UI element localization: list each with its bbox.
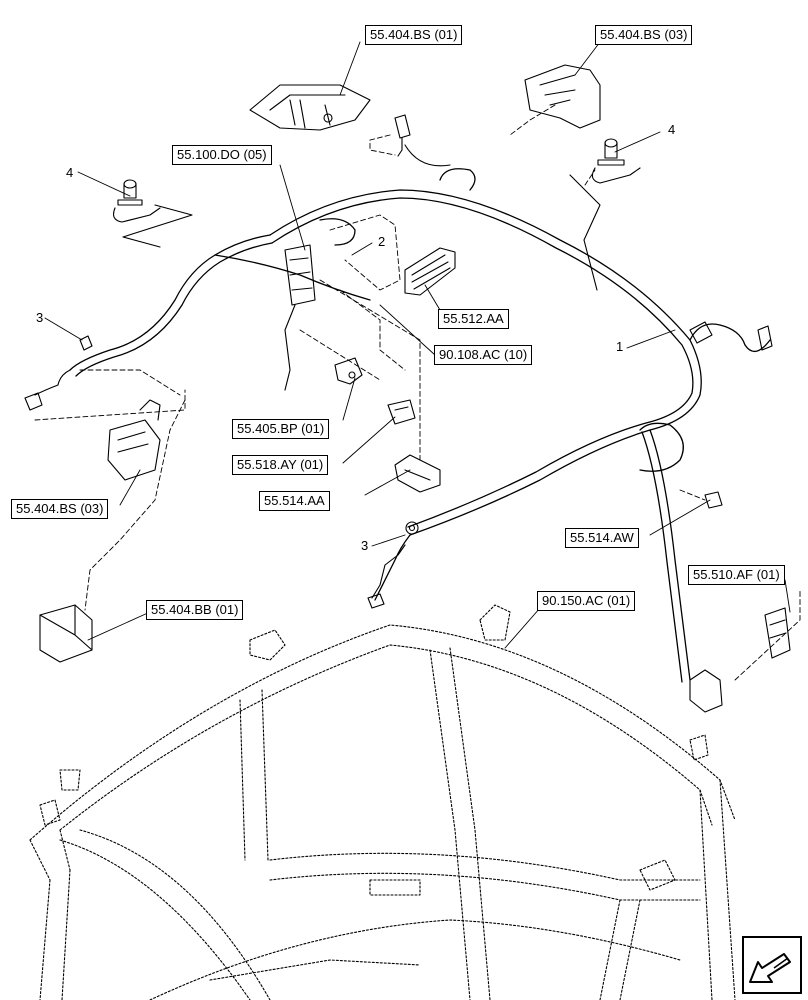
dashed-leaders	[34, 104, 801, 681]
ref-55-100-do-05[interactable]: 55.100.DO (05)	[172, 145, 272, 165]
work-lamp-left	[107, 399, 161, 481]
cab-frame	[29, 604, 736, 1000]
arrow-icon-shape	[749, 953, 791, 983]
door-switch	[764, 607, 791, 659]
ref-55-405-bp-01[interactable]: 55.405.BP (01)	[232, 419, 330, 439]
ref-90-108-ac-10[interactable]: 90.108.AC (10)	[434, 345, 533, 365]
harness-end-connector	[689, 669, 723, 713]
switch-component	[387, 399, 416, 425]
callout-4-right: 4	[668, 122, 676, 137]
door-sensor	[704, 491, 723, 509]
ref-55-404-bs-03-top[interactable]: 55.404.BS (03)	[595, 25, 693, 45]
ref-55-514-aw[interactable]: 55.514.AW	[565, 528, 639, 548]
ref-55-510-af-01[interactable]: 55.510.AF (01)	[688, 565, 785, 585]
ref-55-512-aa[interactable]: 55.512.AA	[438, 309, 509, 329]
next-page-arrow-icon[interactable]	[742, 936, 802, 994]
ref-55-404-bs-01[interactable]: 55.404.BS (01)	[365, 25, 463, 45]
ground-eyelet	[367, 521, 419, 609]
central-junction	[284, 244, 316, 391]
push-clip-left	[113, 179, 161, 223]
interior-light	[394, 454, 441, 493]
section-break-marks	[122, 174, 601, 291]
leader-lines	[44, 41, 791, 649]
harness-connector-right	[689, 321, 773, 351]
push-clip-right	[591, 138, 641, 184]
lamp-housing	[39, 604, 93, 663]
main-harness	[69, 168, 771, 683]
callout-4-left: 4	[66, 165, 74, 180]
connector-small-top	[394, 114, 451, 167]
callout-3-top: 3	[36, 310, 44, 325]
ref-55-514-aa[interactable]: 55.514.AA	[259, 491, 330, 511]
callout-2: 2	[378, 234, 386, 249]
callout-1: 1	[616, 339, 624, 354]
ref-55-404-bs-03-left[interactable]: 55.404.BS (03)	[11, 499, 109, 519]
harness-plug-left	[24, 335, 93, 411]
work-lamp-bracket	[524, 64, 601, 129]
sensor-component	[334, 357, 363, 385]
ref-90-150-ac-01[interactable]: 90.150.AC (01)	[537, 591, 636, 611]
fuse-box	[404, 247, 456, 296]
ref-55-404-bb-01[interactable]: 55.404.BB (01)	[146, 600, 244, 620]
roof-lamp-front	[249, 84, 371, 131]
callout-3-bottom: 3	[361, 538, 369, 553]
ref-55-518-ay-01[interactable]: 55.518.AY (01)	[232, 455, 329, 475]
